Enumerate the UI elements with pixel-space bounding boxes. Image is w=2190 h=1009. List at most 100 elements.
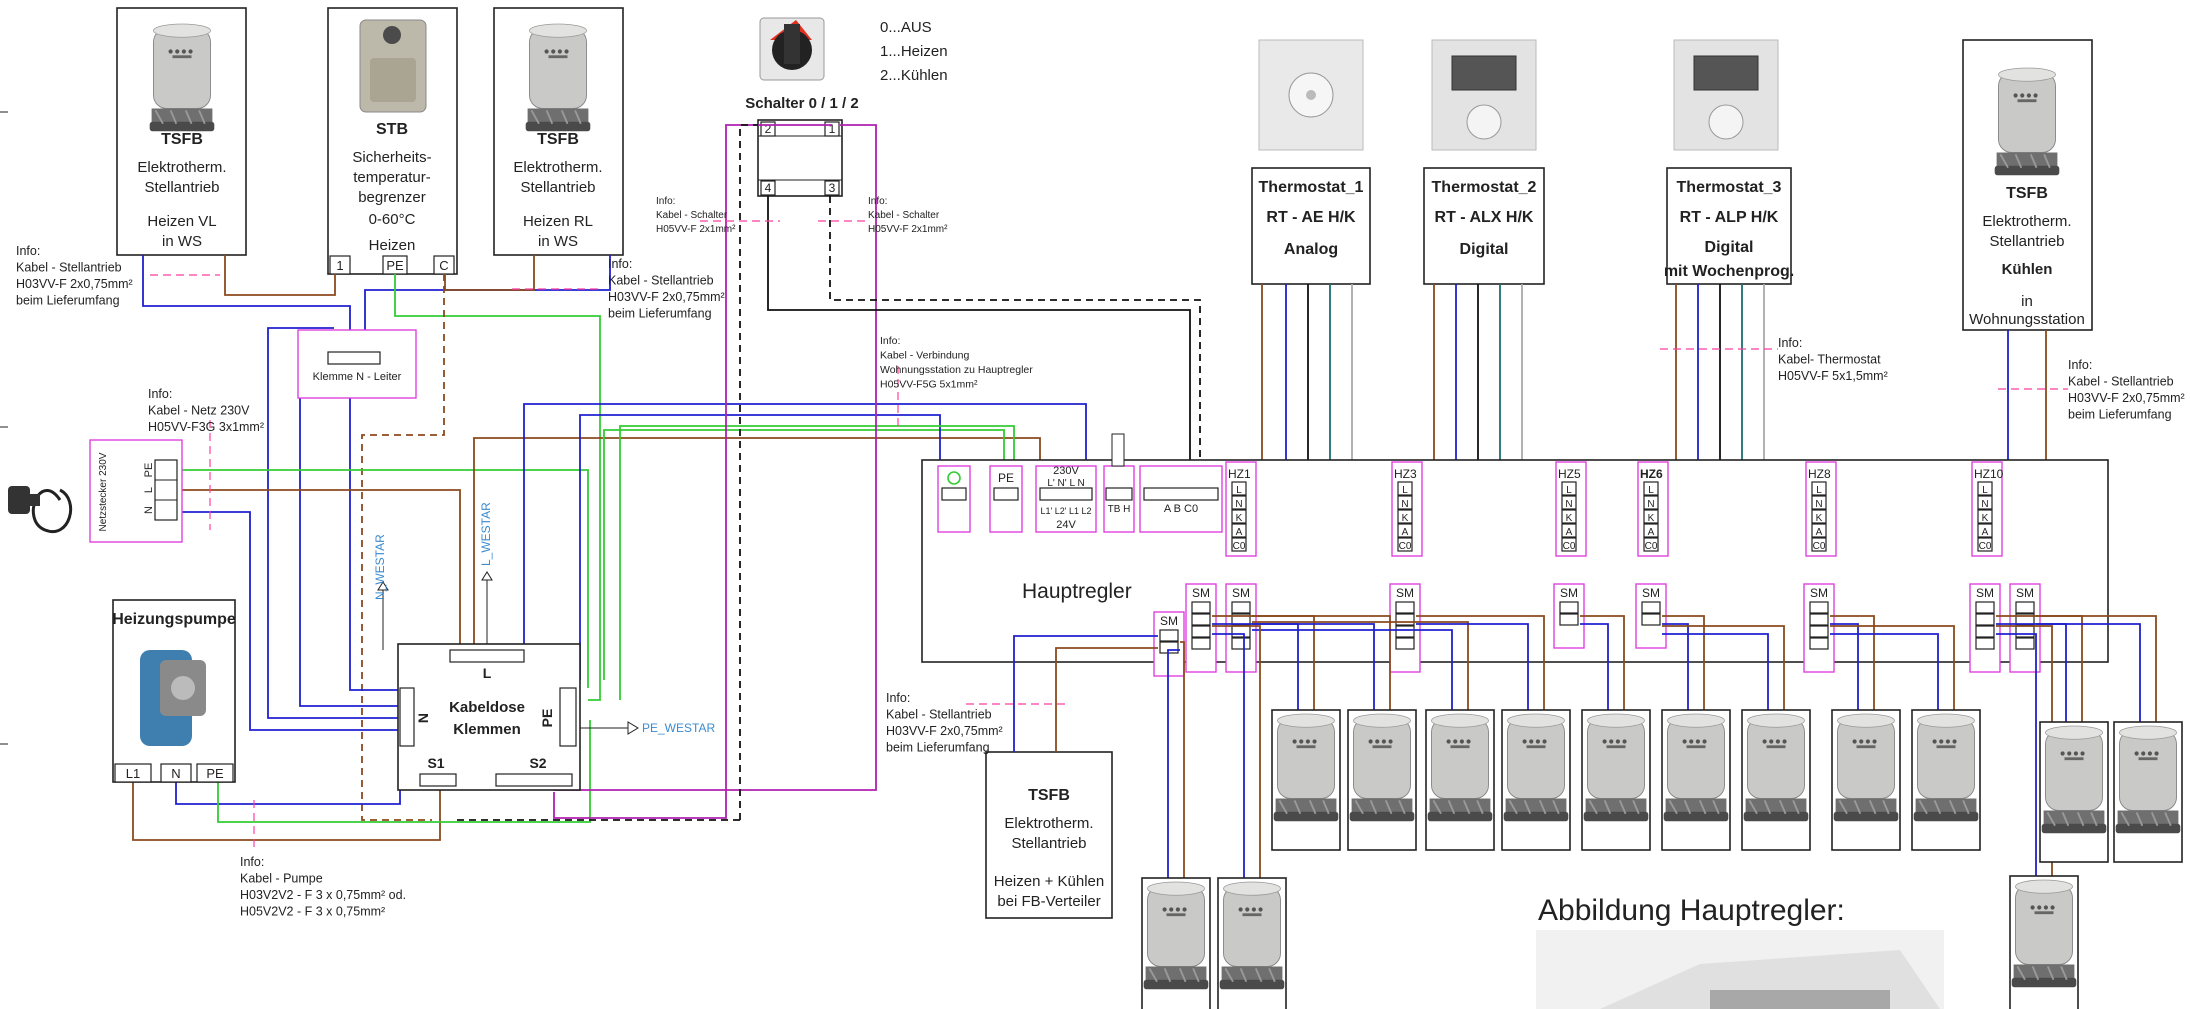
tsfb-rl-box: TSFB Elektrotherm. Stellantrieb Heizen R…	[493, 7, 624, 256]
actuator-1	[1271, 709, 1341, 851]
sm-group: SM	[1389, 583, 1421, 673]
info-line: Info:	[1778, 336, 1802, 350]
tsfb-rl-title: TSFB	[537, 131, 579, 148]
westar-pe: PE_WESTAR	[642, 721, 715, 735]
tsfb-cool-box: TSFB Elektrotherm. Stellantrieb Kühlen i…	[1962, 39, 2093, 331]
klemme-box: Klemme N - Leiter	[297, 329, 417, 399]
tsfb-vl-line3: Heizen VL	[147, 213, 216, 230]
actuator-7	[1741, 709, 1811, 851]
kabeldose-box: L N PE Kabeldose Klemmen S1 S2	[397, 643, 581, 791]
hauptregler-24v-terms: L1' L2' L1 L2	[1041, 506, 1092, 516]
actuator-5	[1581, 709, 1651, 851]
info-line: H03VV-F 2x0,75mm²	[886, 724, 1003, 738]
netz-label: Netzstecker 230V	[98, 452, 109, 531]
plug-icon	[8, 486, 73, 534]
kabeldose-s1: S1	[427, 755, 444, 771]
zone-pin: K	[1402, 513, 1409, 524]
sm-group: SM	[1635, 583, 1667, 649]
switch-mode-1: 1...Heizen	[880, 43, 948, 60]
sm-group: SM	[1803, 583, 1835, 673]
stb-title: STB	[376, 121, 408, 138]
zone-pin: K	[1648, 513, 1655, 524]
zone-pin: K	[1566, 513, 1573, 524]
zone-pin: A	[1236, 527, 1243, 538]
info-line: Kabel - Stellantrieb	[886, 708, 992, 722]
zone-pin: L	[1402, 485, 1408, 496]
zone-pin: K	[1236, 513, 1243, 524]
zone-label: HZ8	[1808, 467, 1831, 481]
thermostat-1-box: Thermostat_1 RT - AE H/K Analog	[1251, 167, 1371, 285]
pump-image	[140, 650, 206, 746]
netz-n: N	[143, 506, 155, 514]
tsfb-rl-line3: Heizen RL	[523, 213, 593, 230]
actuator-14	[2009, 875, 2079, 1009]
zone-pin: N	[1647, 499, 1654, 510]
hauptregler-230v-terms: L' N' L N	[1047, 478, 1084, 489]
stb-terminal-c: C	[439, 258, 448, 273]
tsfb-fb-box: TSFB Elektrotherm. Stellantrieb Heizen +…	[985, 751, 1113, 919]
zone-pin: C0	[1645, 541, 1658, 552]
actuator-12	[1141, 877, 1211, 1009]
info-line: H05VV-F 2x1mm²	[656, 224, 736, 235]
info-line: Kabel - Schalter	[868, 210, 940, 221]
info-line: H05V2V2 - F 3 x 0,75mm²	[240, 905, 385, 919]
stb-terminal-pe: PE	[386, 258, 404, 273]
thermostat-1-image	[1258, 39, 1364, 151]
tsfb-cool-line4: in	[2021, 293, 2033, 310]
zone-pin: K	[1816, 513, 1823, 524]
info-line: H03VV-F 2x0,75mm²	[2068, 391, 2185, 405]
sm-label: SM	[1192, 586, 1210, 600]
netz-l: L	[143, 487, 155, 493]
kabeldose-l: L	[483, 665, 492, 681]
zone-label: HZ10	[1974, 467, 2004, 481]
thermostat-2-image	[1431, 39, 1537, 151]
stb-line3: begrenzer	[358, 189, 426, 206]
thermostat-3-box: Thermostat_3 RT - ALP H/K Digital mit Wo…	[1664, 167, 1794, 285]
info-line: H05VV-F 5x1,5mm²	[1778, 369, 1888, 383]
stb-line2: temperatur-	[353, 169, 431, 186]
thermostat-3-model: RT - ALP H/K	[1680, 209, 1779, 226]
zone-pin: L	[1566, 485, 1572, 496]
zone-pin: A	[1648, 527, 1655, 538]
tsfb-rl-line4: in WS	[538, 233, 578, 250]
zone-pin: A	[1402, 527, 1409, 538]
sm-group: SM	[1225, 583, 1257, 673]
hauptregler-abc: A B C0	[1164, 503, 1198, 515]
zone-pin: C0	[1399, 541, 1412, 552]
kabeldose-s2: S2	[529, 755, 546, 771]
sm-label: SM	[1642, 586, 1660, 600]
tsfb-vl-line2: Stellantrieb	[144, 179, 219, 196]
thermostat-2-type: Digital	[1460, 241, 1509, 258]
info-line: Wohnungsstation zu Hauptregler	[880, 364, 1033, 376]
info-line: Kabel - Stellantrieb	[16, 261, 122, 275]
zone-pin: K	[1982, 513, 1989, 524]
netzstecker: PE L N Netzstecker 230V	[89, 439, 183, 543]
hauptregler-230v: 230V	[1053, 465, 1079, 477]
tsfb-cool-line5: Wohnungsstation	[1969, 311, 2085, 328]
zone-pin: N	[1815, 499, 1822, 510]
sm-label: SM	[1396, 586, 1414, 600]
info-line: Kabel- Thermostat	[1778, 353, 1881, 367]
sm-label: SM	[1810, 586, 1828, 600]
tsfb-cool-line3: Kühlen	[2002, 261, 2053, 278]
thermostat-3-image	[1673, 39, 1779, 151]
pump-terminal-l1: L1	[126, 766, 140, 781]
sm-group: SM	[2009, 583, 2041, 673]
info-line: Info:	[608, 257, 632, 271]
abbildung-title: Abbildung Hauptregler:	[1538, 894, 1845, 927]
zone-pin: A	[1566, 527, 1573, 538]
kabeldose-pe: PE	[539, 709, 555, 728]
pump-terminal-n: N	[171, 766, 180, 781]
switch-mode-0: 0...AUS	[880, 19, 932, 36]
info-line: beim Lieferumfang	[2068, 408, 2172, 422]
tsfb-fb-line3: Heizen + Kühlen	[994, 873, 1105, 890]
hauptregler-pe: PE	[998, 471, 1014, 485]
